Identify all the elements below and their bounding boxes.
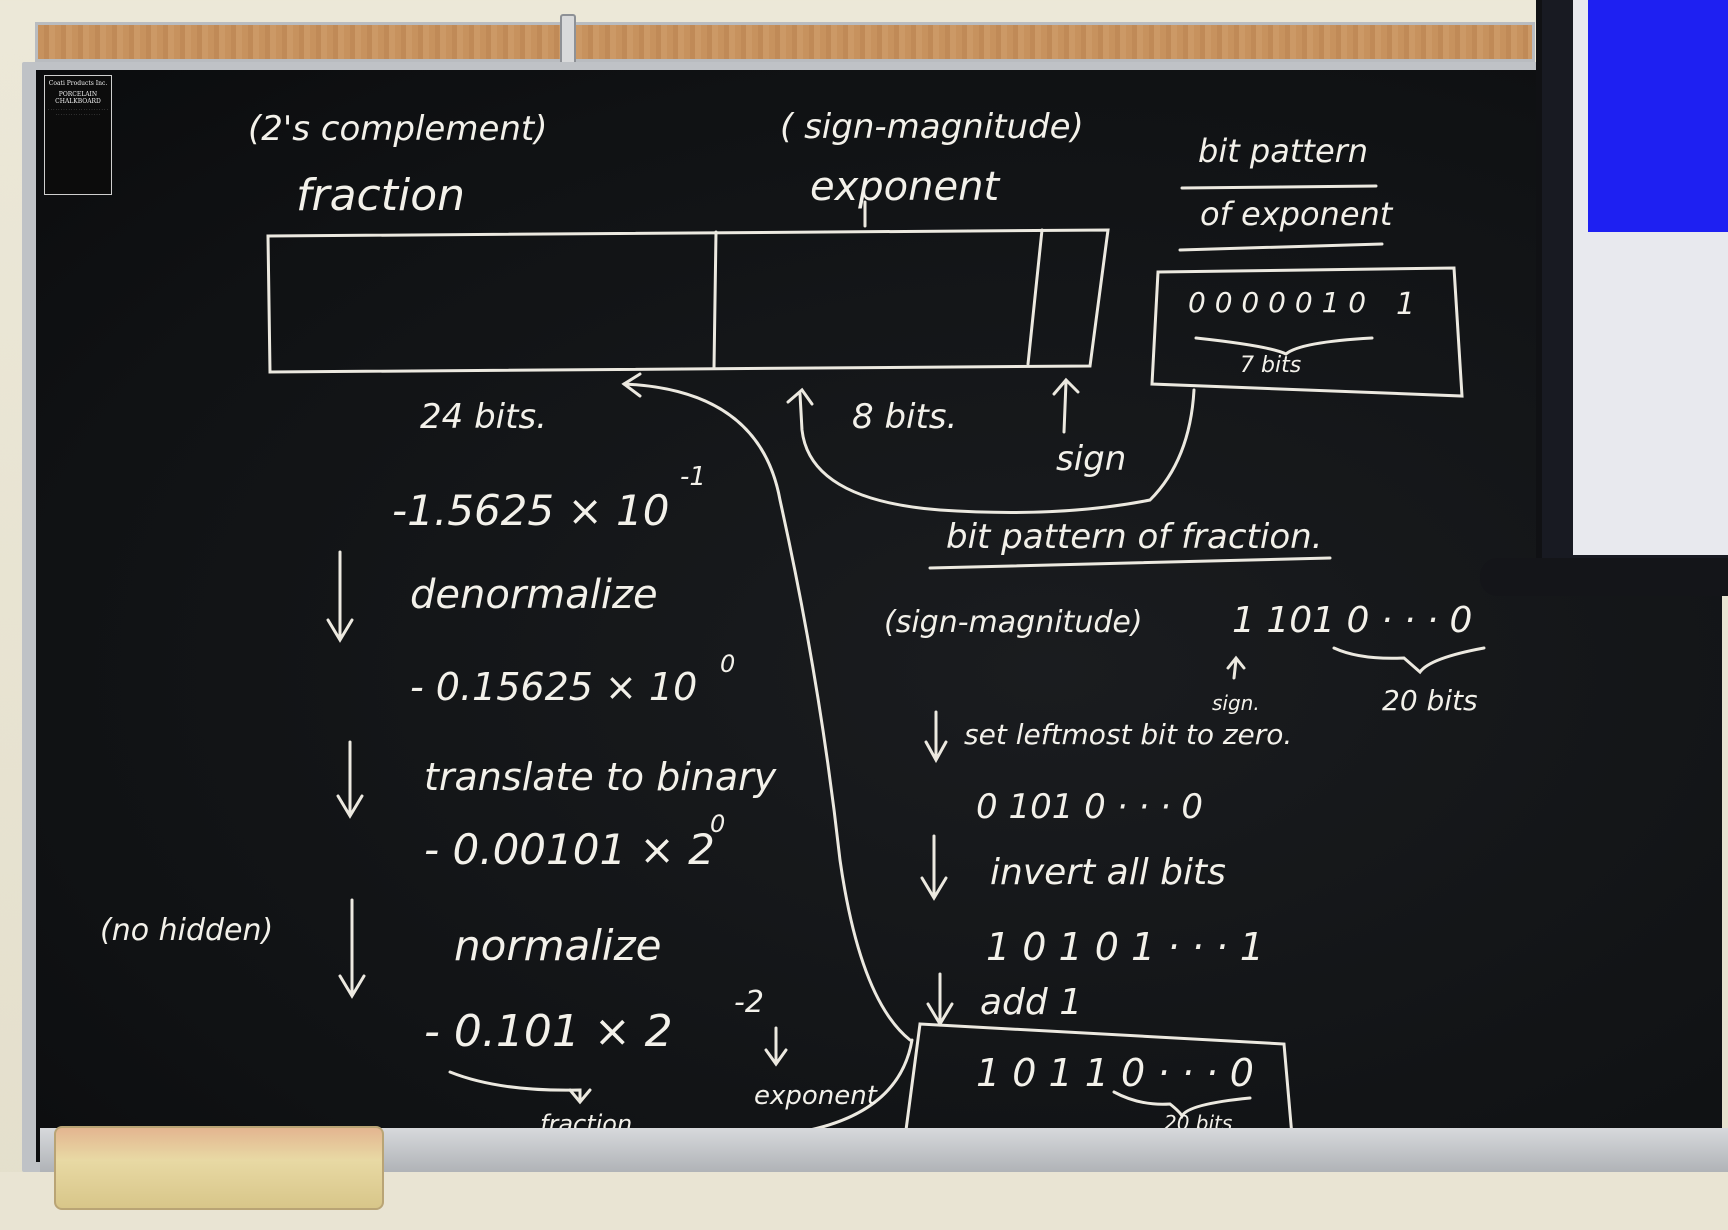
bits-a: 0 101 0 · · · 0: [976, 787, 1203, 827]
value-4-exp: -2: [734, 985, 764, 1020]
fraction-arrowhead: [621, 372, 642, 398]
fraction-curve: [622, 382, 912, 1042]
sign-magnitude-note: ( sign-magnitude): [780, 107, 1084, 147]
sign-arrow: [1052, 377, 1080, 434]
exponent-arrowhead: [786, 387, 814, 406]
exponent-sign-divider: [1026, 228, 1044, 366]
screen-roller-bar: [1480, 558, 1728, 596]
exponent-curve: [798, 388, 1196, 514]
value-3-exp: 0: [710, 810, 725, 838]
underline-1: [1180, 184, 1378, 190]
exp-sign-bit: 1: [1396, 287, 1415, 322]
down-arrow-r3: [926, 972, 954, 1027]
corkboard-strip: [35, 22, 1535, 62]
label-title: Coati Products Inc.: [48, 80, 108, 87]
register-box: [266, 228, 1110, 374]
value-2-exp: 0: [720, 650, 735, 678]
result-brace: [1112, 1090, 1252, 1120]
result-bits: 1 0 1 1 0 · · · 0: [976, 1051, 1254, 1095]
exp-bits-box: [1150, 266, 1464, 398]
value-1-exp: -1: [680, 462, 706, 492]
down-arrow-1: [326, 550, 354, 643]
sign-small: sign.: [1212, 691, 1260, 715]
chalkboard-surface: [36, 70, 1722, 1162]
sign-label: sign: [1056, 439, 1126, 479]
fraction-exponent-divider: [712, 230, 718, 370]
twos-complement-note: (2's complement): [248, 109, 548, 149]
sign-small-arrow: [1226, 655, 1246, 680]
chalkboard-eraser[interactable]: [54, 1126, 384, 1210]
bits-8: 8 bits.: [852, 397, 957, 437]
label-subtitle: PORCELAIN CHALKBOARD: [55, 91, 101, 105]
underline-2: [1178, 242, 1384, 252]
no-hidden-note: (no hidden): [100, 913, 273, 948]
exp-7bits: 7 bits: [1240, 353, 1301, 378]
value-1: -1.5625 × 10: [392, 486, 669, 535]
step-translate: translate to binary: [424, 755, 777, 799]
bits-b: 1 0 1 0 1 · · · 1: [986, 925, 1264, 969]
fraction-pointer: [448, 1070, 592, 1105]
step-add-one: add 1: [980, 982, 1082, 1023]
label-fine-print: · · · · · · · · · · · · · · · · · · · · …: [48, 107, 108, 117]
exp-pattern-heading-2: of exponent: [1200, 195, 1394, 233]
exp-pattern-heading-1: bit pattern: [1198, 132, 1368, 170]
exp-brace: [1194, 336, 1374, 356]
step-invert: invert all bits: [990, 852, 1226, 893]
sm-bits: 1 101 0 · · · 0: [1232, 600, 1472, 641]
down-arrow-r2: [920, 834, 948, 901]
heading-underline: [928, 556, 1332, 570]
step-normalize: normalize: [454, 921, 661, 970]
sm-label: (sign-magnitude): [884, 605, 1143, 640]
exponent-pointer-small: [764, 1026, 788, 1067]
step-denormalize: denormalize: [410, 572, 658, 618]
value-2: - 0.15625 × 10: [410, 665, 697, 709]
fraction-title: fraction: [296, 170, 465, 221]
step-set-leftmost: set leftmost bit to zero.: [964, 718, 1292, 751]
exponent-small-label: exponent: [754, 1081, 878, 1111]
down-arrow-2: [336, 740, 364, 819]
fraction-pattern-heading: bit pattern of fraction.: [946, 517, 1323, 557]
bits-20: 20 bits: [1382, 684, 1478, 717]
exp-bits: 0 0 0 0 0 1 0: [1188, 286, 1366, 319]
bits20-brace: [1332, 646, 1486, 675]
manufacturer-label: Coati Products Inc. PORCELAIN CHALKBOARD…: [44, 75, 112, 195]
down-arrow-r1: [924, 710, 948, 764]
value-3: - 0.00101 × 2: [424, 825, 715, 874]
exponent-title: exponent: [810, 164, 1000, 210]
down-arrow-3: [338, 898, 366, 999]
value-4: - 0.101 × 2: [424, 1006, 673, 1057]
projected-blue-area: [1588, 0, 1728, 232]
bits-24: 24 bits.: [420, 397, 547, 437]
